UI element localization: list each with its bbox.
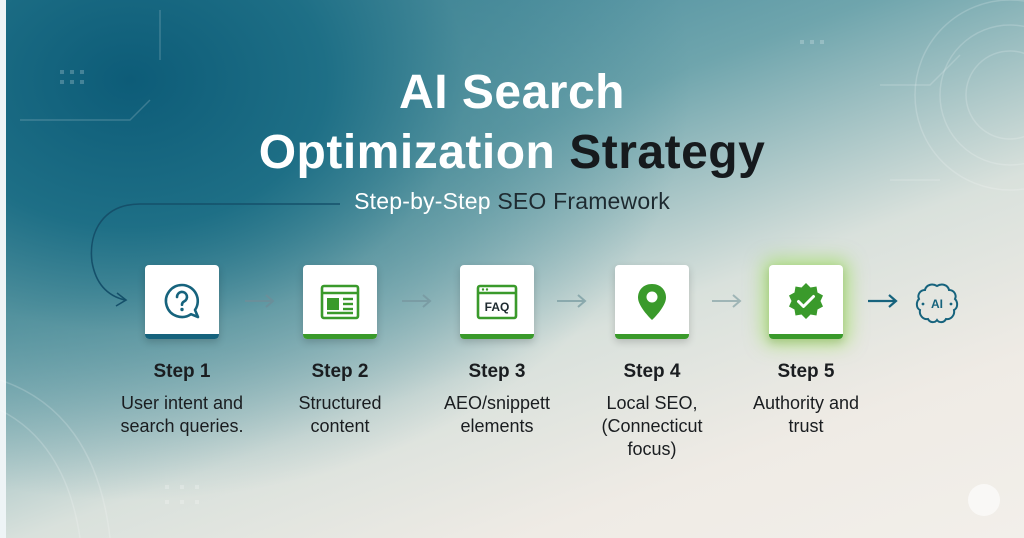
ai-text: AI [931, 297, 943, 311]
corner-dot [968, 484, 1000, 516]
question-bubble-icon [164, 283, 200, 319]
step-5-accent-bar [769, 334, 843, 339]
step-3-description: AEO/snippett elements [412, 392, 582, 438]
step-2-title: Step 2 [311, 361, 369, 382]
left-edge-strip [0, 0, 6, 538]
arrow-right-icon [557, 294, 587, 308]
step-2-desc-line: content [310, 416, 370, 436]
step-3-accent-bar [460, 334, 534, 339]
subtitle-dark-part: SEO Framework [497, 188, 670, 214]
ai-brain-icon: AI [915, 283, 959, 324]
step-5-title: Step 5 [777, 361, 835, 382]
step-5-desc-line: Authority and [752, 393, 860, 413]
step-4-desc-line: focus) [627, 439, 677, 459]
arrow-right-icon [245, 294, 275, 308]
faq-window-icon: FAQ [476, 284, 518, 320]
map-pin-icon [638, 284, 666, 320]
verified-badge-icon [789, 283, 823, 319]
step-3-title: Step 3 [468, 361, 526, 382]
page-title-line-1: AI Search [399, 66, 625, 119]
subtitle: Step-by-Step SEO Framework [0, 188, 1024, 215]
step-4-title: Step 4 [623, 361, 681, 382]
subtitle-light-part: Step-by-Step [354, 188, 491, 214]
step-3-desc-line: AEO/snippett [443, 393, 551, 413]
step-1-title: Step 1 [153, 361, 211, 382]
step-5-card [769, 265, 843, 339]
step-2-description: Structured content [255, 392, 425, 438]
step-4-desc-line: Local SEO, [606, 393, 698, 413]
step-1-description: User intent and search queries. [97, 392, 267, 438]
title-dark-word: Strategy [569, 126, 766, 179]
arrow-right-icon [712, 294, 742, 308]
step-1-accent-bar [145, 334, 219, 339]
step-4-description: Local SEO, (Connecticut focus) [567, 392, 737, 461]
step-1-desc-line: User intent and [120, 393, 244, 413]
step-3-desc-line: elements [460, 416, 534, 436]
step-5-description: Authority and trust [721, 392, 891, 438]
step-1-card [145, 265, 219, 339]
page-title-line-2: Optimization Strategy [0, 124, 1024, 182]
step-4-accent-bar [615, 334, 689, 339]
step-2-card [303, 265, 377, 339]
faq-text: FAQ [485, 300, 510, 314]
title-light-word: Optimization [258, 126, 556, 179]
arrow-right-icon [868, 294, 898, 308]
step-5-desc-line: trust [788, 416, 824, 436]
web-page-layout-icon [320, 284, 360, 320]
step-4-card [615, 265, 689, 339]
step-1-desc-line: search queries. [120, 416, 244, 436]
step-4-desc-line: (Connecticut [601, 416, 703, 436]
step-2-desc-line: Structured [298, 393, 382, 413]
arrow-right-icon [402, 294, 432, 308]
step-3-card: FAQ [460, 265, 534, 339]
step-2-accent-bar [303, 334, 377, 339]
